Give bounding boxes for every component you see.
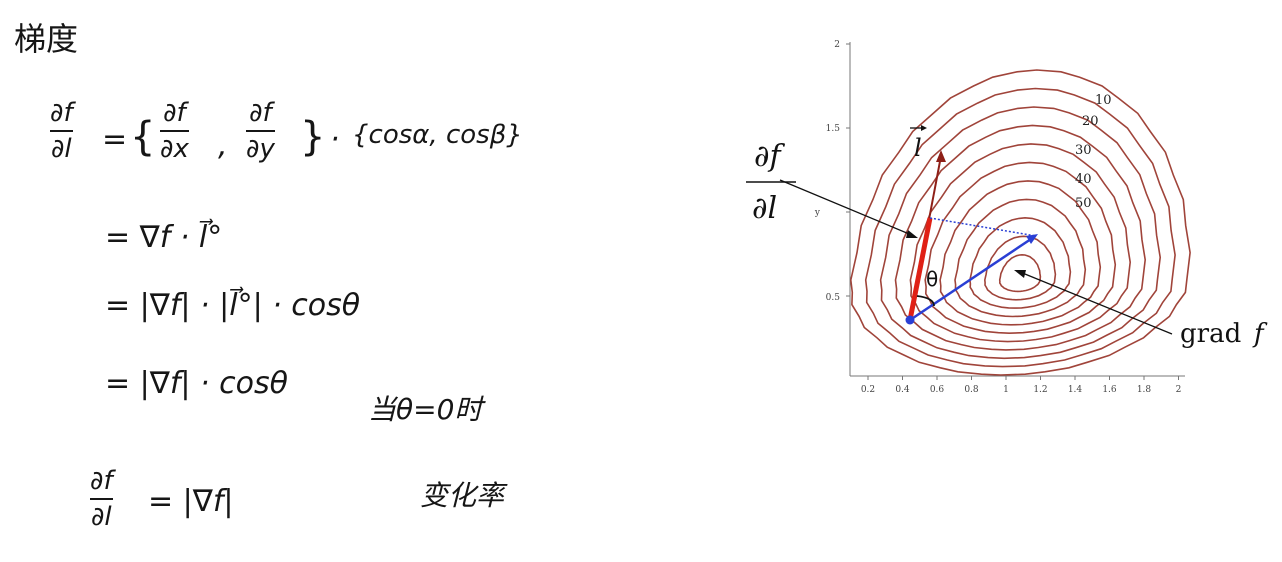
- final-rhs: = |∇f|: [148, 484, 234, 519]
- condition-note: 当θ=0时: [368, 393, 483, 426]
- eq-line-3: = |∇f| · |l⃗°| · cosθ: [105, 288, 361, 323]
- y-tick-1.5: 1.5: [826, 124, 841, 134]
- x-tick-label: 1.6: [1102, 385, 1117, 395]
- contour-ring: [924, 161, 1117, 335]
- l-vector-label: l: [914, 134, 922, 162]
- final-num: ∂f: [90, 466, 113, 496]
- x-ticks: 0.2 0.4 0.6 0.8 1 1.2 1.4 1.6 1.8 2: [861, 376, 1182, 395]
- dfdl-label-num: ∂f: [754, 139, 786, 174]
- final-lhs-fraction: ∂f ∂l: [90, 466, 113, 532]
- eq1-f1-num: ∂f: [163, 98, 186, 128]
- x-tick-label: 1.4: [1068, 385, 1083, 395]
- base-point: [905, 315, 915, 325]
- contour-ring: [894, 124, 1147, 351]
- eq1-brace-close: }: [300, 114, 326, 160]
- gradient-arrowhead: [1026, 234, 1038, 244]
- dfdl-label-den: ∂l: [752, 191, 777, 226]
- fraction-bar: [246, 130, 275, 132]
- fraction-bar: [50, 130, 73, 132]
- grad-f-label: f: [1252, 319, 1268, 349]
- eq1-f2-den: ∂y: [246, 134, 275, 164]
- grad-pointer-line: [1019, 271, 1173, 335]
- contour-ring: [864, 87, 1176, 368]
- eq1-partial-y: ∂f ∂y: [246, 98, 275, 164]
- eq1-comma: ,: [218, 128, 228, 163]
- contour-plot-svg: 2 1.5 y 0.5 0.2 0.4 0.6 0.8 1 1.2 1.4 1.6 1.8 2 1…: [746, 40, 1268, 395]
- contour-ring: [954, 198, 1087, 318]
- contour-ring: [969, 216, 1072, 309]
- perpendicular-dotted-line: [929, 217, 1037, 237]
- x-tick-label: 0.4: [895, 385, 910, 395]
- x-tick-label: 1: [1003, 385, 1009, 395]
- eq1-brace-open: {: [130, 114, 156, 160]
- eq1-direction-cosines: {cosα, cosβ}: [352, 120, 523, 150]
- y-axis-label: y: [814, 208, 821, 218]
- contour-plot-figure: 2 1.5 y 0.5 0.2 0.4 0.6 0.8 1 1.2 1.4 1.6 1.8 2 1…: [720, 30, 1280, 400]
- final-den: ∂l: [90, 502, 112, 532]
- fraction-bar: [160, 130, 189, 132]
- eq1-equals: =: [102, 122, 128, 157]
- projection-segment: [907, 217, 933, 321]
- eq1-f1-den: ∂x: [160, 134, 189, 164]
- dfdl-pointer-line: [779, 179, 915, 237]
- contour-label-10: 10: [1095, 93, 1112, 108]
- eq1-dot: ·: [330, 122, 340, 157]
- grad-label: grad: [1180, 319, 1241, 349]
- theta-label: θ: [926, 267, 938, 291]
- section-title: 梯度: [14, 20, 79, 58]
- eq1-lhs-den: ∂l: [50, 134, 72, 164]
- x-tick-label: 1.2: [1033, 385, 1047, 395]
- contour-ring: [849, 69, 1191, 376]
- contour-ring: [998, 253, 1042, 293]
- x-tick-label: 2: [1176, 385, 1182, 395]
- eq1-lhs-fraction: ∂f ∂l: [50, 98, 73, 164]
- x-tick-label: 1.8: [1137, 385, 1152, 395]
- contour-ring: [909, 143, 1132, 343]
- theta-arc: [916, 295, 935, 307]
- x-tick-label: 0.6: [930, 385, 945, 395]
- contour-ring: [983, 235, 1057, 301]
- eq-line-2: = ∇f · l⃗°: [105, 220, 223, 255]
- eq-line-4: = |∇f| · cosθ: [105, 366, 288, 401]
- x-tick-label: 0.8: [964, 385, 979, 395]
- x-tick-label: 0.2: [861, 385, 875, 395]
- eq1-lhs-num: ∂f: [50, 98, 73, 128]
- eq1-f2-num: ∂f: [249, 98, 272, 128]
- gradient-vector: [909, 235, 1035, 322]
- fraction-bar: [90, 498, 113, 500]
- direction-l-arrowhead: [936, 150, 946, 162]
- contour-ring: [879, 106, 1162, 360]
- contour-label-20: 20: [1082, 114, 1099, 129]
- y-tick-0.5: 0.5: [826, 293, 841, 303]
- y-tick-2: 2: [834, 40, 840, 50]
- contour-ring: [939, 180, 1102, 326]
- contour-lines: [849, 69, 1191, 376]
- rate-note: 变化率: [420, 479, 505, 512]
- contour-label-40: 40: [1075, 172, 1092, 187]
- y-ticks: 2 1.5 y 0.5: [814, 40, 850, 303]
- contour-label-30: 30: [1075, 143, 1092, 158]
- contour-label-50: 50: [1075, 196, 1092, 211]
- eq1-partial-x: ∂f ∂x: [160, 98, 189, 164]
